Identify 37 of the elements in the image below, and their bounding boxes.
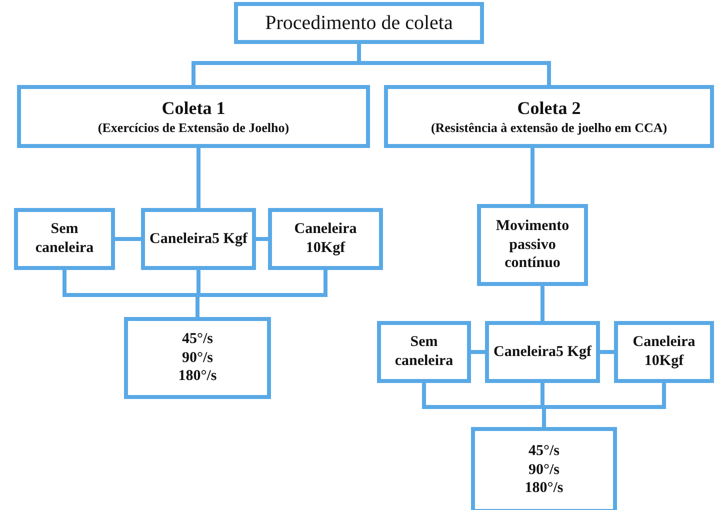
connector-line — [530, 148, 534, 204]
box-text: Coleta 2 — [517, 97, 581, 120]
connector-line — [256, 237, 268, 241]
process-box — [141, 208, 256, 270]
box-text: Procedimento de coleta — [265, 10, 453, 36]
connector-line — [471, 350, 485, 354]
process-box — [268, 208, 383, 270]
box-text: 180°/s — [178, 367, 217, 386]
process-box — [485, 321, 600, 383]
box-text: Coleta 1 — [162, 97, 226, 120]
process-box — [17, 85, 370, 148]
box-text: 180°/s — [524, 479, 564, 498]
box-text: Caneleira5 Kgf — [494, 342, 592, 362]
connector-line — [540, 286, 544, 321]
box-text: Movimento passivo contínuo — [494, 216, 570, 274]
box-text: 90°/s — [528, 460, 560, 480]
connector-line — [196, 148, 200, 208]
box-text: (Resistência à extensão de joelho em CCA) — [430, 120, 668, 136]
process-box — [124, 317, 271, 399]
box-text: Caneleira 10Kgf — [632, 333, 696, 371]
box-text: 45°/s — [528, 442, 560, 461]
box-text: 45°/s — [182, 330, 213, 349]
connector-line — [115, 237, 141, 241]
process-box — [377, 321, 471, 383]
process-box — [614, 321, 714, 383]
box-text: Caneleira5 Kgf — [150, 230, 248, 248]
process-box — [477, 204, 588, 286]
connector-line — [600, 350, 614, 354]
process-box — [234, 2, 484, 44]
process-box — [471, 427, 617, 510]
box-text: Caneleira 10Kgf — [293, 220, 358, 258]
box-text: 90°/s — [182, 348, 213, 368]
box-text: Sem caneleira — [34, 220, 95, 258]
box-text: (Exercícios de Extensão de Joelho) — [98, 120, 290, 136]
box-text: Sem caneleira — [394, 333, 454, 371]
process-box — [384, 85, 714, 148]
process-box — [14, 208, 115, 270]
